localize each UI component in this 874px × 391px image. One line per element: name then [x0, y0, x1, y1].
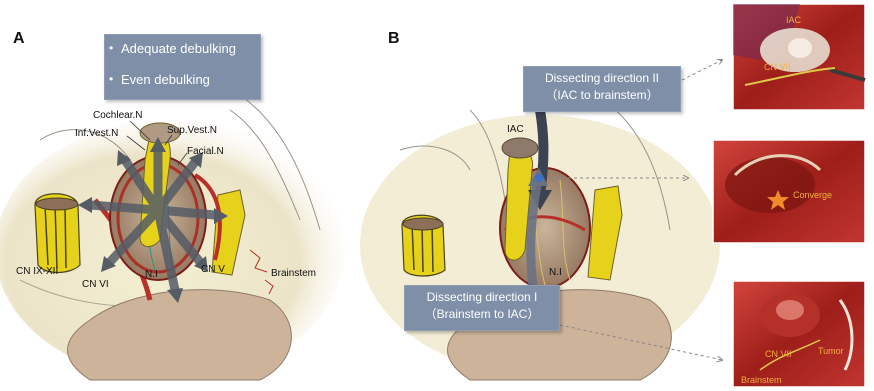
- bullet-adequate-text: Adequate debulking: [121, 41, 236, 56]
- photo-middle: [713, 140, 865, 243]
- label-facial-n: Facial.N: [187, 146, 224, 157]
- direction-ii-line1: Dissecting direction II: [524, 70, 680, 87]
- label-n-i-b: N.I: [549, 267, 562, 278]
- photo-top-iac: IAC: [786, 15, 801, 25]
- iac-opening: [502, 138, 538, 158]
- photo-top-cn7: CN VII: [764, 62, 791, 72]
- direction-i-line2: （Brainstem to IAC）: [405, 306, 559, 323]
- debulking-box: •Adequate debulking •Even debulking: [104, 34, 261, 100]
- label-cn-vi: CN VI: [82, 279, 109, 290]
- photo-bottom-cn7: CN VII: [765, 349, 792, 359]
- label-cn-ix-xii: CN IX-XII: [16, 266, 58, 277]
- photo-bottom-tumor: Tumor: [818, 346, 844, 356]
- bullet-even-text: Even debulking: [121, 72, 210, 87]
- cn-ix-xii-bundle-b: [402, 215, 445, 276]
- photo-bottom: [733, 281, 865, 387]
- direction-ii-box: Dissecting direction II （IAC to brainste…: [523, 66, 681, 112]
- bullet-even: •Even debulking: [105, 72, 260, 87]
- label-iac: IAC: [507, 124, 524, 135]
- direction-ii-line2: （IAC to brainstem）: [524, 87, 680, 104]
- label-inf-vest-n: Inf.Vest.N: [75, 128, 118, 139]
- label-cochlear-n: Cochlear.N: [93, 110, 142, 121]
- label-sup-vest-n: Sup.Vest.N: [167, 125, 217, 136]
- label-n-i-a: N.I: [145, 269, 158, 280]
- label-brainstem-a: Brainstem: [271, 268, 316, 279]
- label-cn-v: CN V: [201, 264, 225, 275]
- panel-a-illustration: [0, 95, 345, 380]
- photo-middle-converge: Converge: [793, 190, 832, 200]
- panel-label-a: A: [13, 30, 25, 48]
- direction-i-line1: Dissecting direction I: [405, 289, 559, 306]
- bullet-adequate: •Adequate debulking: [105, 41, 260, 56]
- cn-ix-xii-bundle: [35, 194, 80, 273]
- direction-i-box: Dissecting direction I （Brainstem to IAC…: [404, 285, 560, 331]
- photo-bottom-brainstem: Brainstem: [741, 375, 782, 385]
- panel-label-b: B: [388, 30, 400, 48]
